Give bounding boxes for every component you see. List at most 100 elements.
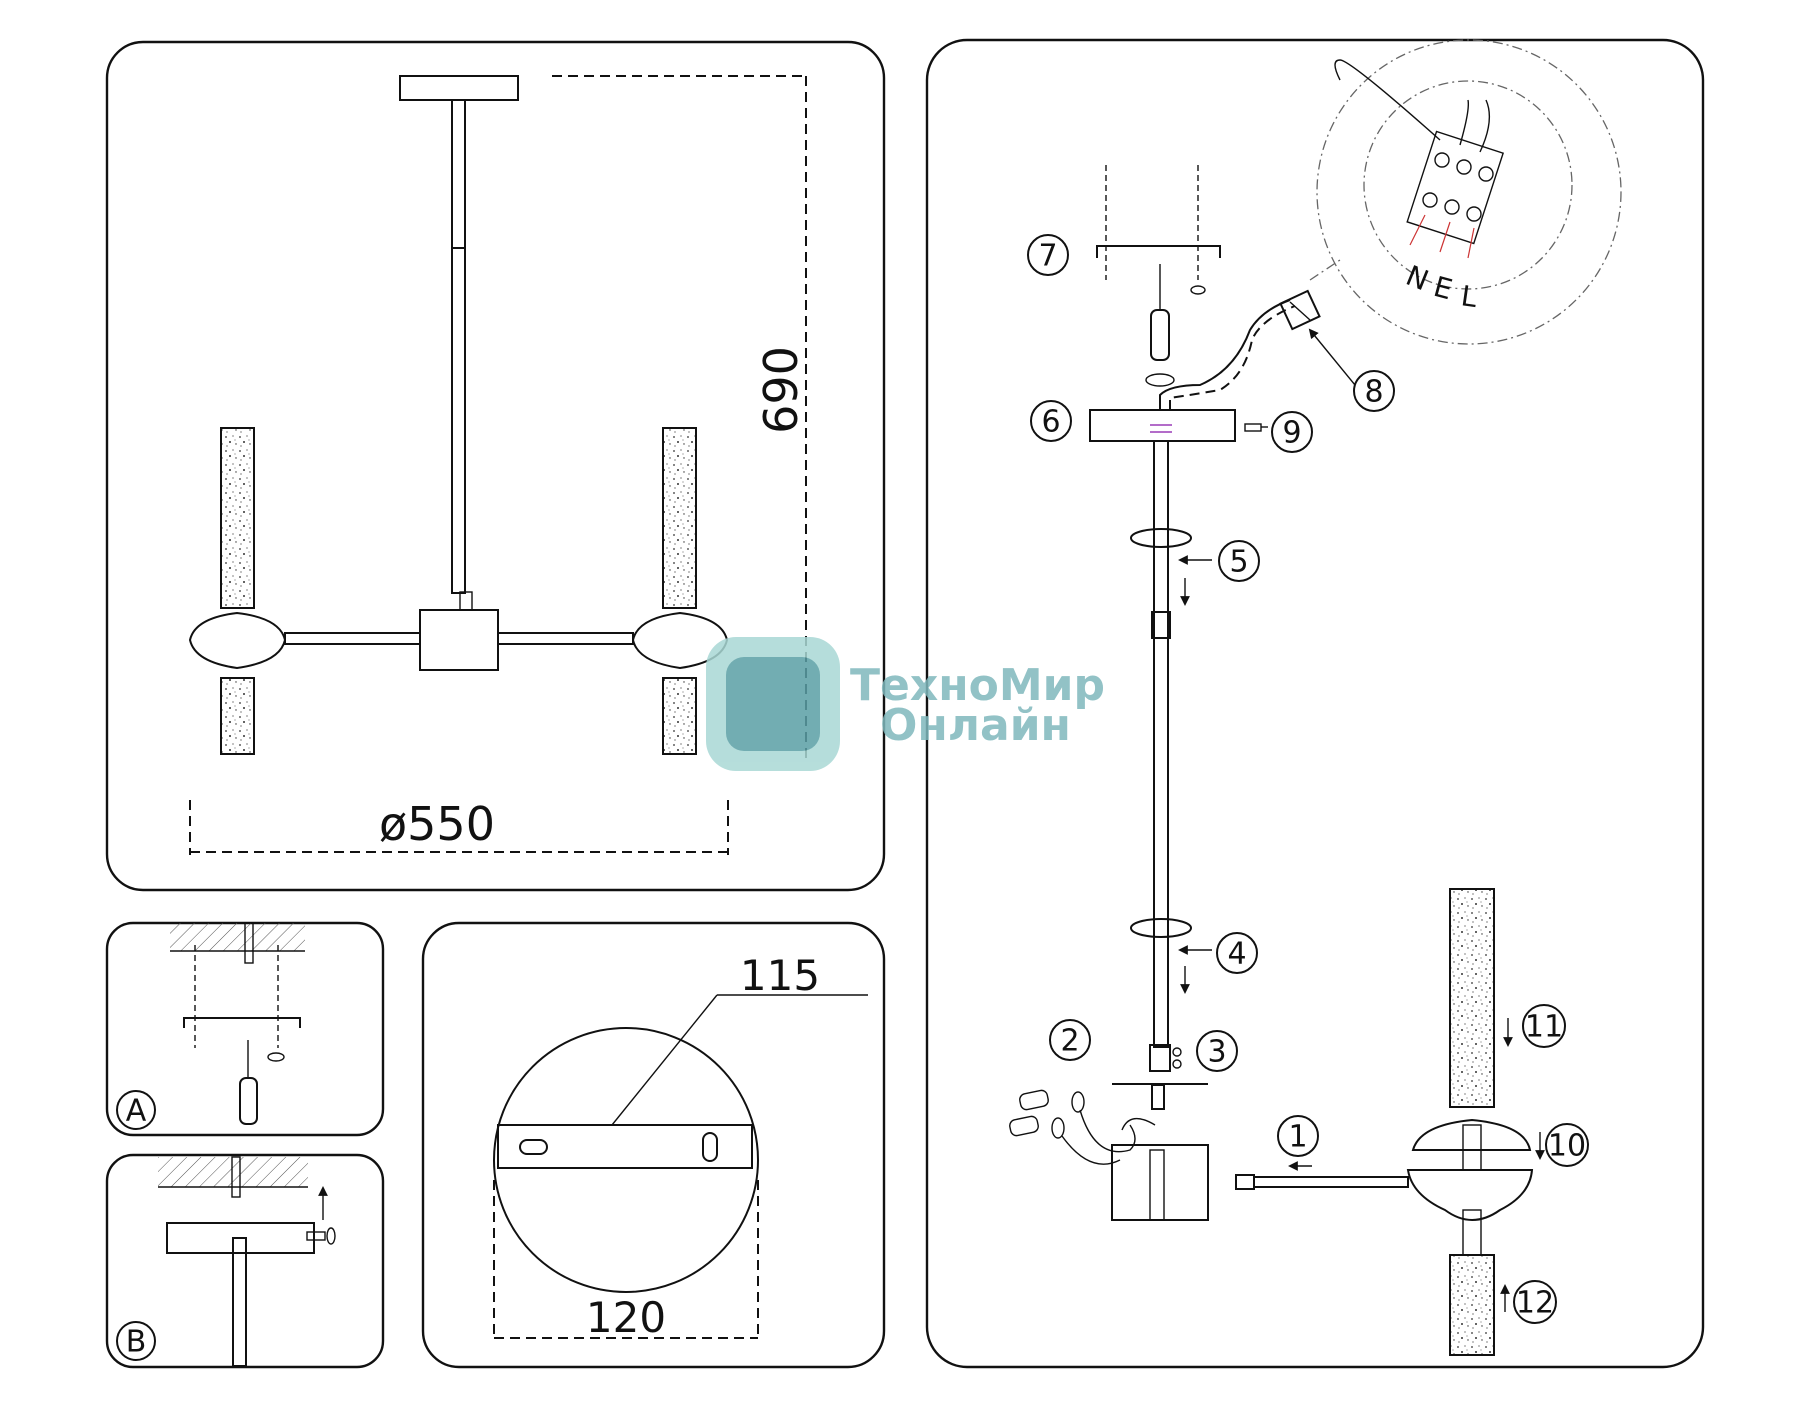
panel-label-a: A [126, 1094, 147, 1129]
mounting-bracket [1096, 245, 1221, 258]
step-8: 8 [1353, 370, 1395, 412]
svg-text:2: 2 [1060, 1024, 1079, 1059]
step-1: 1 [1277, 1115, 1319, 1157]
hub-box [419, 609, 499, 671]
svg-text:7: 7 [1038, 239, 1057, 274]
step-2: 2 [1049, 1019, 1091, 1061]
glass-tube-lower [220, 677, 255, 755]
mounting-strip [497, 1124, 753, 1169]
arm-end [1235, 1174, 1255, 1190]
step-11: 11 [1522, 1004, 1566, 1048]
nut-icon [1172, 1059, 1182, 1069]
side-screw-icon [1244, 423, 1268, 432]
ceiling-hook [231, 1156, 241, 1198]
terminal-l: L [1459, 279, 1479, 314]
step-6: 6 [1030, 400, 1072, 442]
rotate-arrow-icon [267, 1052, 285, 1062]
terminal-e: E [1430, 270, 1456, 306]
svg-text:1: 1 [1288, 1120, 1307, 1155]
rod-lower [451, 247, 466, 594]
screwdriver-icon [239, 1040, 258, 1125]
rotate-arrow-icon [1190, 285, 1206, 295]
svg-text:6: 6 [1041, 405, 1060, 440]
svg-text:5: 5 [1229, 545, 1248, 580]
lamp-holder [188, 611, 287, 670]
hub-screw [459, 591, 473, 611]
panel-frame [925, 38, 1705, 1369]
lamp-holder [1406, 1169, 1534, 1221]
step-10: 10 [1545, 1123, 1589, 1167]
rod [232, 1237, 247, 1367]
svg-text:10: 10 [1548, 1129, 1586, 1164]
panel-label-circle [116, 1090, 156, 1130]
glass-tube-upper [1449, 888, 1495, 1108]
terminal-block-icon [1279, 289, 1321, 331]
step-5: 5 [1218, 540, 1260, 582]
glass-tube-upper [220, 427, 255, 609]
suspension-rod [1153, 440, 1169, 1048]
wire-ground [1169, 305, 1296, 410]
rod-upper [451, 99, 466, 249]
magnifier-circle [1363, 80, 1573, 290]
svg-text:11: 11 [1525, 1010, 1563, 1045]
step-7: 7 [1027, 234, 1069, 276]
canopy [399, 75, 519, 101]
rotate-arrow-icon [1145, 373, 1175, 387]
rotate-ring-icon [1130, 528, 1192, 548]
terminal-block-icon [1334, 59, 1505, 259]
slot-right [702, 1132, 718, 1162]
canopy-plate [166, 1222, 315, 1254]
pointer-arrow [1308, 328, 1356, 386]
hub-stem [1151, 1084, 1165, 1110]
step-12: 12 [1513, 1280, 1557, 1324]
dim-height: 690 [754, 346, 808, 434]
glass-tube-lower [662, 677, 697, 755]
terminal-n: N [1401, 259, 1433, 297]
leader-line [611, 994, 718, 1126]
ceiling-hook [244, 922, 254, 964]
glass-tube-upper [662, 427, 697, 609]
magnifier-halo [1316, 39, 1622, 345]
svg-text:4: 4 [1227, 937, 1246, 972]
panel-frame [421, 921, 886, 1369]
slot-left [519, 1139, 548, 1155]
terminal-detail: N E L [1309, 39, 1622, 345]
dim-diameter: ø550 [379, 797, 495, 851]
svg-text:8: 8 [1364, 375, 1383, 410]
panel-a: A [105, 921, 385, 1137]
ceiling-hatch [158, 1157, 308, 1187]
step-callouts: 1 2 3 4 5 6 7 8 9 10 11 12 [1027, 234, 1589, 1324]
wire [1159, 299, 1291, 410]
arm-left [284, 632, 421, 645]
thread-stud [1462, 1124, 1482, 1171]
dim-plate-diameter: 120 [586, 1293, 666, 1342]
svg-text:9: 9 [1282, 416, 1301, 451]
step-3: 3 [1196, 1030, 1238, 1072]
hub-bracket [1149, 1149, 1165, 1221]
panel-assembly: N E L [925, 38, 1705, 1369]
panel-dimensions: 690 ø550 [105, 40, 886, 892]
screwdriver-icon [1150, 264, 1170, 361]
arm-right [497, 632, 634, 645]
rotate-ring-icon [1130, 918, 1192, 938]
panel-b: B [105, 1153, 385, 1369]
step-4: 4 [1216, 932, 1258, 974]
ceiling-hatch [170, 923, 305, 951]
watermark-logo-inner [726, 657, 820, 751]
panel-plate: 115 120 [421, 921, 886, 1369]
watermark: ТехноМир Онлайн [706, 637, 1105, 771]
svg-text:3: 3 [1207, 1035, 1226, 1070]
nut-icon [1172, 1047, 1182, 1057]
arm [1253, 1176, 1409, 1188]
mounting-bracket [183, 1017, 301, 1028]
magnifier-pointer [1309, 259, 1341, 281]
glass-tube-lower [1449, 1254, 1495, 1356]
lamp-right [631, 427, 729, 755]
svg-text:12: 12 [1516, 1286, 1554, 1321]
rod-end [1149, 1044, 1171, 1072]
hub-box [1111, 1144, 1209, 1221]
lamp-cap [1411, 1118, 1532, 1151]
dim-plate-length: 115 [740, 951, 820, 1000]
